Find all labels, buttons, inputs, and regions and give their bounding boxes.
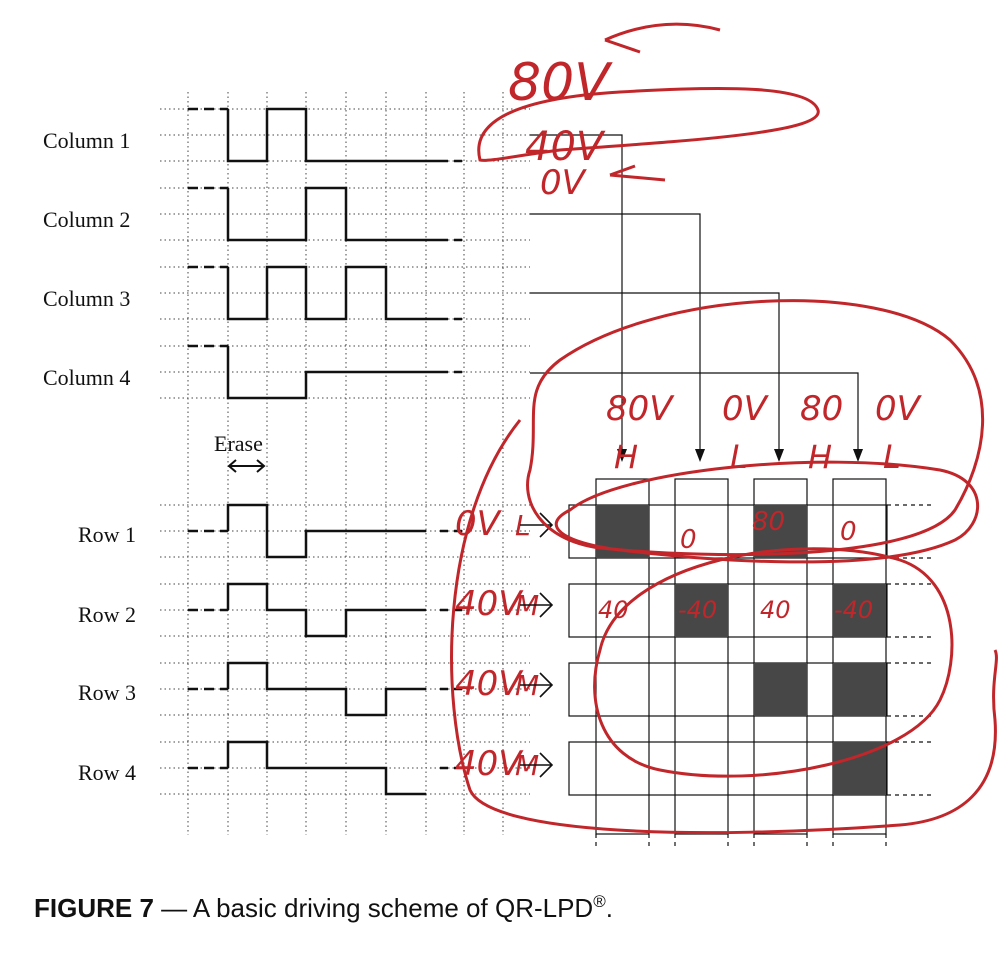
- column-3-label: Column 3: [43, 286, 130, 311]
- annotation-r2c4: -40: [834, 596, 873, 624]
- column-1-connector: [530, 134, 623, 458]
- annotation-col4-value: 0V: [875, 389, 923, 429]
- annotation-r1c4: 0: [840, 517, 857, 547]
- column-3-arrowhead: [774, 449, 784, 462]
- row-4-label: Row 4: [78, 760, 136, 785]
- annotation-col1-value: 80V: [606, 389, 675, 429]
- caption-period: .: [606, 893, 613, 923]
- column-3-waveform: [226, 265, 440, 321]
- annotation-row2-arrow: [520, 592, 554, 618]
- annotation-r1c2: 0: [680, 525, 697, 555]
- pixel-on-r3c3: [754, 663, 807, 716]
- annotation-r2c3: 40: [760, 596, 791, 624]
- timing-waveforms: [188, 107, 464, 796]
- annotation-0v: 0V: [540, 163, 588, 203]
- caption-registered-mark: ®: [593, 892, 606, 911]
- column-electrode-4: [832, 478, 887, 835]
- erase-arrow: [227, 459, 266, 473]
- column-2-label: Column 2: [43, 207, 130, 232]
- column-4-connector: [530, 372, 859, 458]
- column-4-label: Column 4: [43, 365, 130, 390]
- column-2-connector: [530, 213, 701, 458]
- column-4-arrowhead: [853, 449, 863, 462]
- signal-labels: Column 1 Column 2 Column 3 Column 4 Row …: [43, 128, 266, 785]
- annotation-arrow-0v: [609, 164, 666, 182]
- pixel-on-r2c2: [675, 584, 728, 637]
- column-3-connector: [530, 292, 780, 458]
- annotation-col2-mark: L: [730, 438, 748, 476]
- column-1-label: Column 1: [43, 128, 130, 153]
- annotation-r2c2: -40: [678, 596, 717, 624]
- column-2-arrowhead: [695, 449, 705, 462]
- annotation-col2-value: 0V: [722, 389, 770, 429]
- annotation-loop-row1: [554, 460, 979, 564]
- row-1-label: Row 1: [78, 522, 136, 547]
- annotation-80v: 80V: [508, 53, 613, 113]
- pixel-on-r3c4: [833, 663, 886, 716]
- annotation-loop-40v: [477, 86, 820, 162]
- pixel-on-r4c4: [833, 742, 886, 795]
- erase-label: Erase: [214, 431, 263, 456]
- row-3-label: Row 3: [78, 680, 136, 705]
- annotation-row3-value: 40V: [455, 664, 524, 704]
- pixel-on-r2c4: [833, 584, 886, 637]
- annotation-r1c3: 80: [752, 507, 785, 537]
- row-electrode-3: [568, 662, 888, 717]
- annotation-row4-arrow: [520, 752, 554, 778]
- column-electrode-3: [753, 478, 808, 835]
- annotation-col4-mark: L: [883, 438, 901, 476]
- row-2-label: Row 2: [78, 602, 136, 627]
- column-4-waveform: [226, 346, 440, 400]
- annotation-loop-upper: [526, 299, 985, 557]
- annotation-row1-value: 0V: [455, 504, 503, 544]
- row-3-waveform: [226, 661, 426, 717]
- column-1-waveform: [226, 107, 440, 163]
- row-2-waveform: [226, 582, 426, 638]
- annotation-loop-lower: [593, 547, 954, 778]
- row-electrode-4: [568, 741, 888, 796]
- column-2-waveform: [226, 186, 440, 242]
- annotation-row3-arrow: [520, 672, 554, 698]
- caption-text: — A basic driving scheme of QR-LPD: [154, 893, 593, 923]
- annotation-arrow-80v: [604, 22, 721, 54]
- annotation-loop-outer: [450, 419, 998, 835]
- annotation-col3-value: 80: [800, 389, 843, 429]
- figure-caption: FIGURE 7 — A basic driving scheme of QR-…: [34, 892, 613, 923]
- annotation-row2-value: 40V: [455, 584, 524, 624]
- row-4-waveform: [226, 740, 426, 796]
- column-1-arrowhead: [617, 449, 627, 462]
- annotation-col1-mark: H: [614, 438, 638, 476]
- column-electrode-1: [595, 478, 650, 835]
- annotation-col3-mark: H: [808, 438, 832, 476]
- caption-figure-number: FIGURE 7: [34, 893, 154, 923]
- row-1-waveform: [226, 503, 426, 559]
- column-connector-lines: [530, 134, 863, 462]
